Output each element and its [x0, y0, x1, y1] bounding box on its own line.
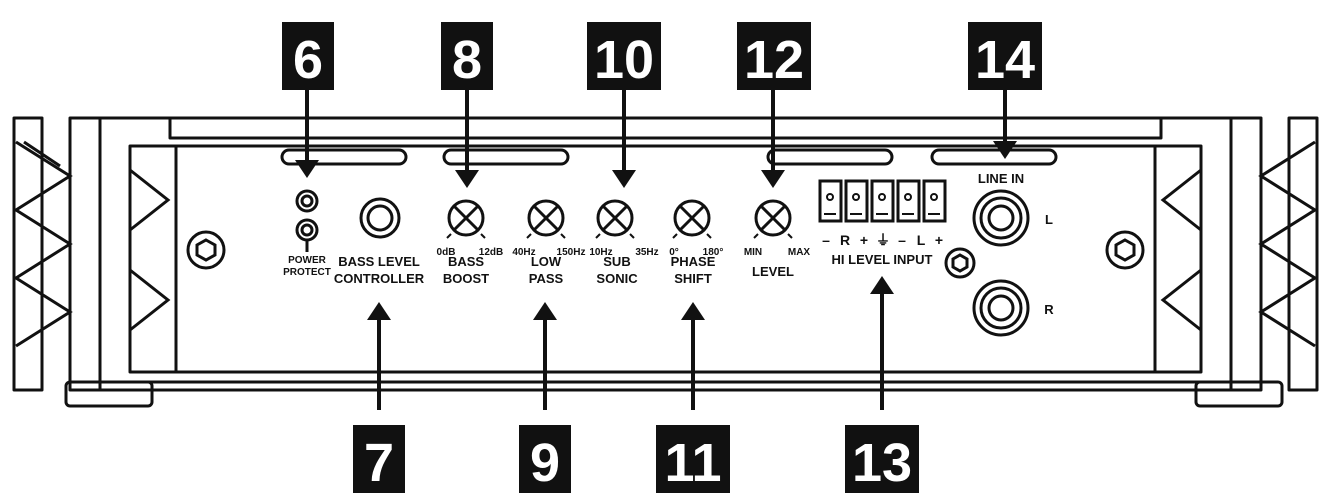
knobs: [446, 199, 793, 239]
rca-r-label: R: [1044, 302, 1054, 317]
callout-12: 12: [737, 22, 811, 90]
terminal-sign-7: +: [935, 232, 943, 248]
terminal-sign-6: L: [917, 232, 926, 248]
phase-max: 180°: [703, 247, 724, 258]
callout-9: 9: [519, 425, 571, 493]
callout-10: 10: [587, 22, 661, 90]
callout-8-number: 8: [452, 30, 482, 90]
callout-13: 13: [845, 425, 919, 493]
callout-14-number: 14: [975, 30, 1035, 90]
callout-11-number: 11: [664, 433, 721, 493]
phase-shift-knob: [672, 199, 712, 239]
callout-8: 8: [441, 22, 493, 90]
callout-14: 14: [968, 22, 1042, 90]
terminal-sign-1: –: [822, 232, 830, 248]
pass-label: PASS: [529, 271, 564, 286]
low-pass-min: 40Hz: [512, 247, 535, 258]
callout-10-number: 10: [594, 30, 654, 90]
terminal-sign-4: ⏚: [876, 232, 890, 248]
low-label: LOW: [531, 254, 562, 269]
sub-sonic-max: 35Hz: [635, 247, 658, 258]
low-pass-knob: [526, 199, 566, 239]
panel-screws: [186, 230, 1145, 279]
bass-level-label: BASS LEVEL: [338, 254, 420, 269]
callout-7-number: 7: [364, 433, 394, 493]
bass-level-controller-jack: [359, 197, 401, 239]
shift-label: SHIFT: [674, 271, 712, 286]
hi-level-input-label: HI LEVEL INPUT: [832, 252, 933, 267]
hi-level-terminal-block: [818, 179, 947, 223]
callout-12-number: 12: [744, 30, 804, 90]
low-pass-max: 150Hz: [557, 247, 586, 258]
callout-6-number: 6: [293, 30, 323, 90]
sonic-label: SONIC: [596, 271, 638, 286]
bass-boost-knob: [446, 199, 486, 239]
rca-l-label: L: [1045, 212, 1053, 227]
amplifier-feet: [64, 380, 1284, 408]
sub-sonic-min: 10Hz: [589, 247, 612, 258]
level-max: MAX: [788, 247, 811, 258]
vent-slots: [280, 148, 1058, 166]
power-protect-leds: [295, 189, 319, 252]
amplifier-chassis: [12, 116, 1319, 392]
callout-11: 11: [656, 425, 730, 493]
callout-6: 6: [282, 22, 334, 90]
callout-9-number: 9: [530, 433, 560, 493]
level-min: MIN: [744, 247, 762, 258]
terminal-sign-3: +: [860, 232, 868, 248]
terminal-sign-2: R: [840, 232, 850, 248]
rca-jacks: [972, 189, 1030, 337]
protect-label: PROTECT: [283, 267, 331, 278]
boost-label: BOOST: [443, 271, 489, 286]
heatsink-fins: [13, 140, 1318, 348]
controller-label: CONTROLLER: [334, 271, 425, 286]
callout-leaders: [295, 88, 1017, 410]
sub-sonic-knob: [595, 199, 635, 239]
phase-min: 0°: [669, 247, 679, 258]
level-knob: [753, 199, 793, 239]
bass-label: BASS: [448, 254, 484, 269]
phase-label: PHASE: [671, 254, 716, 269]
bass-boost-max: 12dB: [479, 247, 503, 258]
terminal-sign-5: –: [898, 232, 906, 248]
callout-13-number: 13: [852, 433, 912, 493]
level-label: LEVEL: [752, 264, 794, 279]
sub-label: SUB: [603, 254, 630, 269]
power-label: POWER: [288, 255, 327, 266]
callout-7: 7: [353, 425, 405, 493]
bass-boost-min: 0dB: [437, 247, 456, 258]
line-in-label: LINE IN: [978, 171, 1024, 186]
